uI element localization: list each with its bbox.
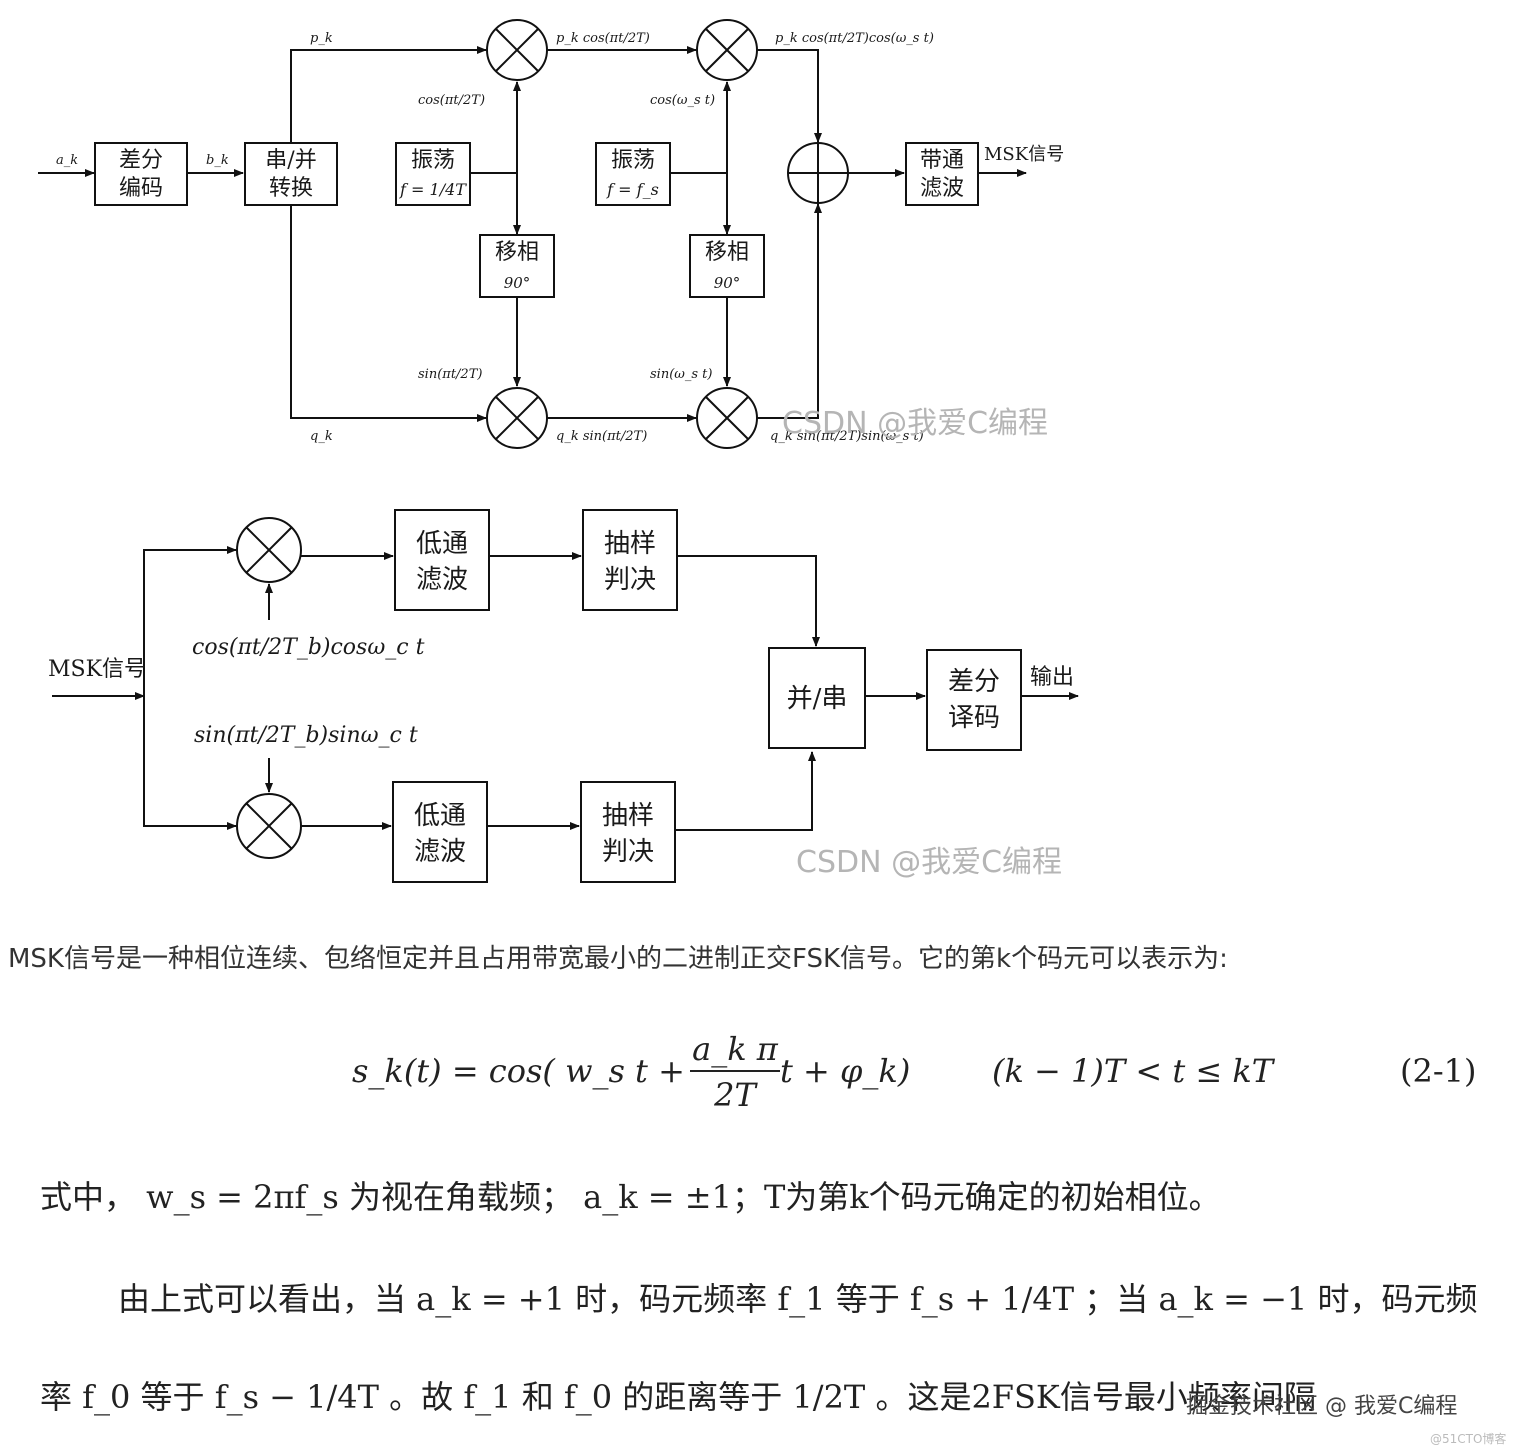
fraction-numerator: a_k π — [690, 1030, 780, 1072]
paragraph-3: 率 f_0 等于 f_s − 1/4T 。故 f_1 和 f_0 的距离等于 1… — [40, 1378, 1316, 1416]
label-p-cos-cos: p_k cos(πt/2T)cos(ω_s t) — [775, 31, 934, 46]
lpf-top-l1: 低通 — [416, 529, 468, 559]
paragraph-1: 式中， w_s = 2πf_s 为视在角载频； a_k = ±1；T为第k个码元… — [40, 1178, 1221, 1216]
msk-demodulator-diagram: 低通 滤波 低通 滤波 抽样 判决 抽样 判决 并/串 差分 译码 MSK信号 … — [48, 509, 1079, 883]
label-sin-ref: sin(πt/2T_b)sinω_c t — [194, 723, 418, 748]
demod-multiplier-top — [236, 517, 302, 583]
msk-modulator-diagram: 差分 编码 串/并 转换 振荡 f = 1/4T 振荡 f = f_s 移相 9… — [38, 19, 1064, 449]
label-p-k: p_k — [310, 31, 333, 46]
sample-bottom — [580, 781, 676, 883]
label-cos-w: cos(ω_s t) — [650, 93, 715, 108]
osc2-l2: f = f_s — [606, 180, 659, 199]
sample-bottom-l2: 判决 — [602, 837, 654, 867]
lpf-bottom — [392, 781, 488, 883]
ps-convert-label: 并/串 — [787, 684, 848, 714]
label-sin-w: sin(ω_s t) — [650, 367, 712, 382]
shift2-l1: 移相 — [705, 240, 749, 265]
diff-encode-l2: 编码 — [119, 176, 163, 201]
shift1-l1: 移相 — [495, 240, 539, 265]
sp-convert-l1: 串/并 — [265, 148, 316, 173]
osc1-l1: 振荡 — [411, 148, 455, 173]
diff-encode-l1: 差分 — [119, 148, 163, 173]
label-cos-pi: cos(πt/2T) — [418, 93, 485, 108]
lpf-top-l2: 滤波 — [416, 565, 468, 595]
bandpass-l2: 滤波 — [920, 176, 964, 201]
sample-top-l2: 判决 — [604, 565, 656, 595]
equation-condition: (k − 1)T < t ≤ kT — [992, 1052, 1274, 1090]
corner-watermark: @51CTO博客 — [1430, 1432, 1507, 1446]
diff-decode-l2: 译码 — [948, 703, 1000, 733]
watermark-top: CSDN @我爱C编程 — [782, 406, 1048, 441]
intro-text: MSK信号是一种相位连续、包络恒定并且占用带宽最小的二进制正交FSK信号。它的第… — [8, 944, 1228, 974]
label-cos-ref: cos(πt/2T_b)cosω_c t — [192, 635, 425, 660]
shift1-l2: 90° — [504, 274, 531, 292]
lpf-top — [394, 509, 490, 611]
equation-2-1: s_k(t) = cos( w_s t + a_k π 2T t + φ_k) … — [0, 1030, 1525, 1120]
label-p-cos: p_k cos(πt/2T) — [556, 31, 650, 46]
sp-convert-l2: 转换 — [269, 176, 313, 201]
sample-top — [582, 509, 678, 611]
paragraph-2: 由上式可以看出，当 a_k = +1 时，码元频率 f_1 等于 f_s + 1… — [118, 1280, 1478, 1318]
sample-top-l1: 抽样 — [604, 529, 656, 559]
parallel-serial-block — [768, 647, 866, 749]
lpf-bottom-l1: 低通 — [414, 801, 466, 831]
diff-decode-block — [926, 649, 1022, 751]
label-q-k: q_k — [310, 429, 333, 444]
label-msk-in: MSK信号 — [48, 657, 146, 682]
equation-lhs: s_k(t) = cos( w_s t + — [352, 1052, 685, 1090]
equation-number: (2-1) — [1400, 1052, 1477, 1090]
sample-bottom-l1: 抽样 — [602, 801, 654, 831]
watermark-bottom: CSDN @我爱C编程 — [796, 845, 1062, 880]
label-b-k: b_k — [206, 153, 229, 168]
label-msk-out: MSK信号 — [984, 144, 1064, 165]
label-q-sin: q_k sin(πt/2T) — [556, 429, 647, 444]
shift2-l2: 90° — [714, 274, 741, 292]
label-q-sin-sin: q_k sin(πt/2T)sin(ω_s t) — [770, 429, 924, 444]
footer-watermark: 掘金技术社区 @ 我爱C编程 — [1186, 1394, 1458, 1419]
fraction-denominator: 2T — [714, 1076, 756, 1114]
diff-decode-l1: 差分 — [948, 667, 1000, 697]
label-output: 输出 — [1030, 665, 1074, 690]
label-a-k: a_k — [56, 153, 78, 168]
equation-rhs: t + φ_k) — [780, 1052, 911, 1090]
lpf-bottom-l2: 滤波 — [414, 837, 466, 867]
label-sin-pi: sin(πt/2T) — [418, 367, 482, 382]
equation-fraction: a_k π 2T — [690, 1030, 780, 1114]
bandpass-l1: 带通 — [920, 148, 964, 173]
osc2-l1: 振荡 — [611, 148, 655, 173]
osc1-l2: f = 1/4T — [399, 180, 467, 199]
